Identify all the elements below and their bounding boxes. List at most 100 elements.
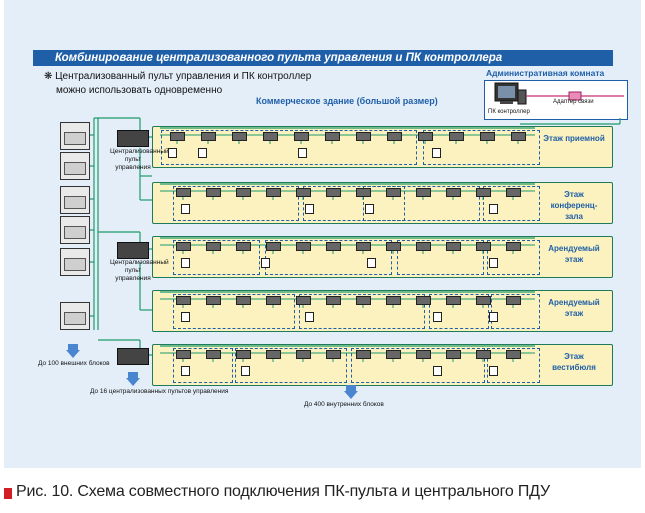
indoor-unit — [296, 296, 311, 305]
indoor-group — [491, 294, 540, 329]
indoor-unit — [449, 132, 464, 141]
remote-controller — [181, 366, 190, 376]
outdoor-unit — [60, 302, 90, 330]
down-arrow-icon — [66, 344, 80, 358]
diagram-panel — [4, 0, 641, 468]
indoor-unit — [266, 188, 281, 197]
indoor-group — [487, 348, 540, 383]
indoor-unit — [356, 296, 371, 305]
indoor-unit — [326, 296, 341, 305]
indoor-unit — [326, 242, 341, 251]
central-controller — [117, 130, 149, 147]
central-controller — [117, 348, 149, 365]
note-line-2: можно использовать одновременно — [56, 85, 223, 96]
indoor-unit — [387, 132, 402, 141]
remote-controller — [241, 366, 250, 376]
remote-controller — [181, 204, 190, 214]
remote-controller — [261, 258, 270, 268]
remote-controller — [305, 312, 314, 322]
remote-controller — [198, 148, 207, 158]
remote-controller — [181, 312, 190, 322]
indoor-unit — [201, 132, 216, 141]
indoor-limit-note: До 400 внутренних блоков — [304, 401, 384, 408]
indoor-unit — [446, 242, 461, 251]
indoor-unit — [356, 242, 371, 251]
pc-controller-label: ПК контроллер — [488, 109, 530, 115]
figure-caption: Рис. 10. Схема совместного подключения П… — [16, 483, 550, 500]
remote-controller — [489, 312, 498, 322]
down-arrow-icon — [344, 385, 358, 399]
indoor-unit — [176, 188, 191, 197]
indoor-group — [397, 240, 484, 275]
remote-controller — [489, 258, 498, 268]
indoor-unit — [506, 242, 521, 251]
floor-label: Арендуемый этаж — [548, 298, 600, 318]
remote-controller — [298, 148, 307, 158]
remote-controller — [489, 204, 498, 214]
indoor-unit — [386, 188, 401, 197]
down-arrow-icon — [126, 372, 140, 386]
indoor-unit — [326, 350, 341, 359]
indoor-unit — [476, 296, 491, 305]
indoor-unit — [506, 296, 521, 305]
indoor-unit — [446, 350, 461, 359]
floor-label: Этаж вестибюля — [552, 352, 596, 372]
floor-lobby: Этаж вестибюля — [152, 344, 613, 386]
indoor-unit — [416, 350, 431, 359]
indoor-unit — [386, 296, 401, 305]
building-label: Коммерческое здание (большой размер) — [256, 96, 438, 106]
indoor-unit — [325, 132, 340, 141]
indoor-unit — [170, 132, 185, 141]
indoor-unit — [206, 242, 221, 251]
outdoor-unit — [60, 152, 90, 180]
indoor-unit — [206, 188, 221, 197]
indoor-unit — [176, 350, 191, 359]
indoor-unit — [206, 350, 221, 359]
indoor-group — [363, 186, 480, 221]
indoor-group — [483, 186, 540, 221]
indoor-unit — [511, 132, 526, 141]
diagram-title: Комбинирование централизованного пульта … — [33, 50, 613, 66]
indoor-group — [235, 348, 347, 383]
floor-label: Этаж конференц-зала — [550, 190, 598, 221]
indoor-unit — [176, 296, 191, 305]
outdoor-limit-note: До 100 внешних блоков — [38, 360, 110, 367]
indoor-unit — [266, 296, 281, 305]
indoor-group — [173, 348, 233, 383]
indoor-unit — [476, 350, 491, 359]
indoor-unit — [356, 132, 371, 141]
remote-controller — [181, 258, 190, 268]
caption-marker — [4, 488, 12, 499]
indoor-unit — [506, 350, 521, 359]
indoor-unit — [296, 242, 311, 251]
remote-controller — [432, 148, 441, 158]
remote-controller — [365, 204, 374, 214]
indoor-unit — [356, 350, 371, 359]
indoor-unit — [206, 296, 221, 305]
floor-reception: Этаж приемной — [152, 126, 613, 168]
central-controller-label: Централизованный пульт управления — [110, 259, 169, 282]
indoor-unit — [294, 132, 309, 141]
indoor-group — [173, 294, 295, 329]
adapter-label: Адаптер связи — [553, 99, 594, 105]
central-controller — [117, 242, 149, 259]
indoor-group — [173, 240, 260, 275]
indoor-group — [173, 186, 299, 221]
floor-label: Арендуемый этаж — [548, 244, 600, 264]
indoor-unit — [326, 188, 341, 197]
outdoor-unit — [60, 122, 90, 150]
outdoor-unit — [60, 248, 90, 276]
indoor-group — [429, 294, 489, 329]
indoor-group — [161, 130, 417, 165]
indoor-unit — [416, 296, 431, 305]
indoor-group — [299, 294, 425, 329]
remote-controller — [367, 258, 376, 268]
indoor-unit — [236, 296, 251, 305]
remote-controller — [168, 148, 177, 158]
indoor-group — [351, 348, 485, 383]
controller-limit-note: До 16 централизованных пультов управлени… — [90, 388, 229, 395]
central-controller-label: Централизованный пульт управления — [110, 148, 169, 171]
indoor-unit — [232, 132, 247, 141]
indoor-unit — [176, 242, 191, 251]
floor-label: Этаж приемной — [543, 134, 605, 143]
